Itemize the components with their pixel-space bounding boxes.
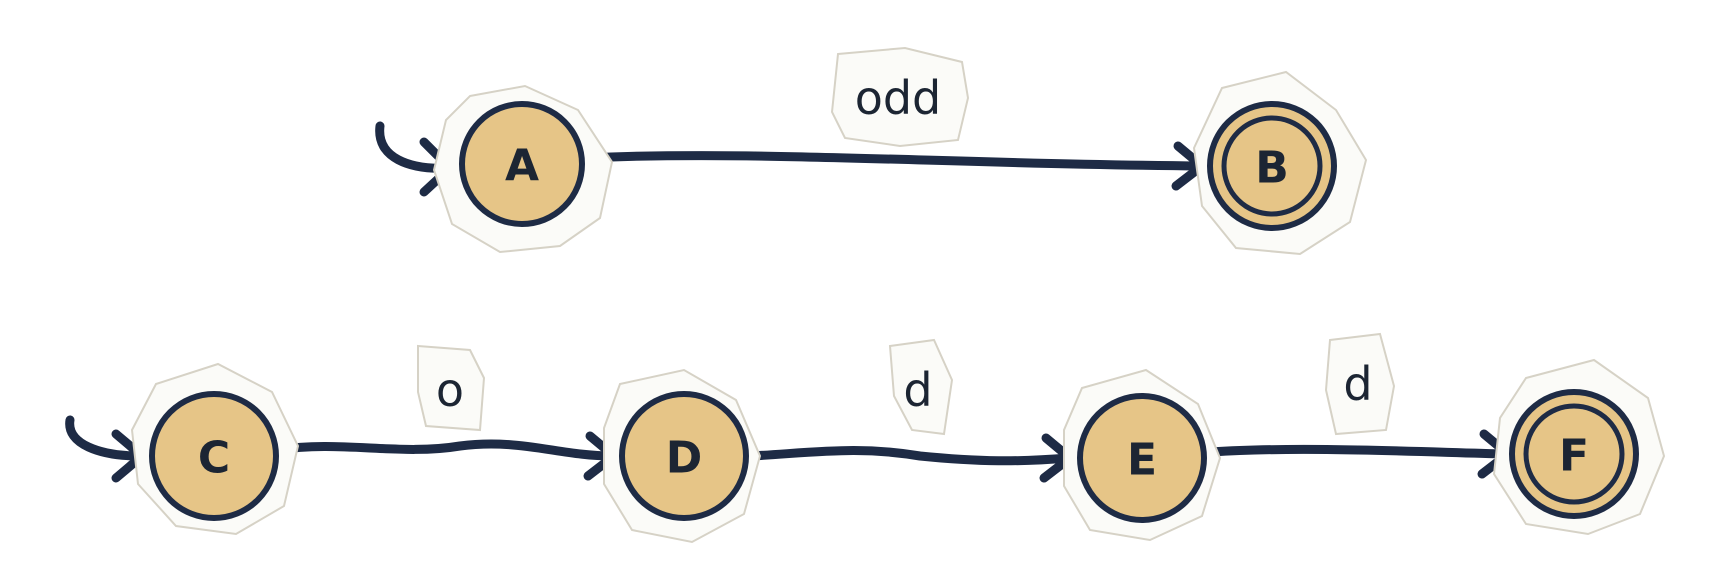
state-d-label: D — [666, 433, 703, 484]
automaton-1: odd A B — [375, 46, 1368, 256]
edge-label-text: d — [1343, 357, 1372, 411]
edge-label-text: odd — [855, 71, 942, 125]
state-b-accept-ring — [1221, 115, 1323, 217]
edge-label-o: o — [417, 344, 486, 432]
edge-label-d-1: d — [888, 338, 954, 436]
edge-label-text: d — [903, 363, 932, 417]
state-b-circle — [1207, 101, 1337, 231]
edge-e-f-line — [1207, 444, 1511, 459]
transition-e-f: d — [1207, 332, 1513, 479]
state-b: B — [1192, 70, 1368, 256]
label-paper — [888, 338, 954, 436]
edge-label-odd: odd — [830, 46, 970, 148]
start-arrow-c — [65, 415, 147, 483]
edge-label-d-2: d — [1324, 332, 1396, 436]
edge-a-b-line — [583, 151, 1205, 171]
label-paper — [1324, 332, 1396, 436]
state-a-label: A — [505, 141, 539, 192]
start-arrow-c-line — [65, 415, 145, 461]
label-paper — [830, 46, 970, 148]
state-d: D — [603, 368, 762, 544]
edge-c-d-line — [273, 439, 617, 461]
state-e-label: E — [1127, 435, 1157, 486]
state-c: C — [130, 362, 300, 536]
label-paper — [417, 344, 486, 432]
edge-d-e-line — [747, 446, 1073, 466]
state-d-circle — [619, 391, 749, 521]
transition-d-e: d — [747, 338, 1075, 483]
state-a: A — [432, 84, 614, 254]
state-f-label: F — [1559, 431, 1589, 482]
state-b-label: B — [1255, 143, 1289, 194]
edge-label-text: o — [436, 363, 464, 417]
state-a-circle — [459, 101, 585, 227]
state-c-label: C — [198, 433, 230, 484]
state-c-circle — [149, 391, 279, 521]
transition-c-d: o — [273, 344, 619, 481]
state-e-circle — [1077, 393, 1207, 523]
transition-a-b: odd — [583, 46, 1207, 191]
state-f: F — [1492, 358, 1666, 536]
state-f-circle — [1509, 389, 1639, 519]
automaton-2: o d d — [65, 332, 1666, 544]
state-e: E — [1063, 368, 1222, 542]
state-f-accept-ring — [1523, 403, 1625, 505]
